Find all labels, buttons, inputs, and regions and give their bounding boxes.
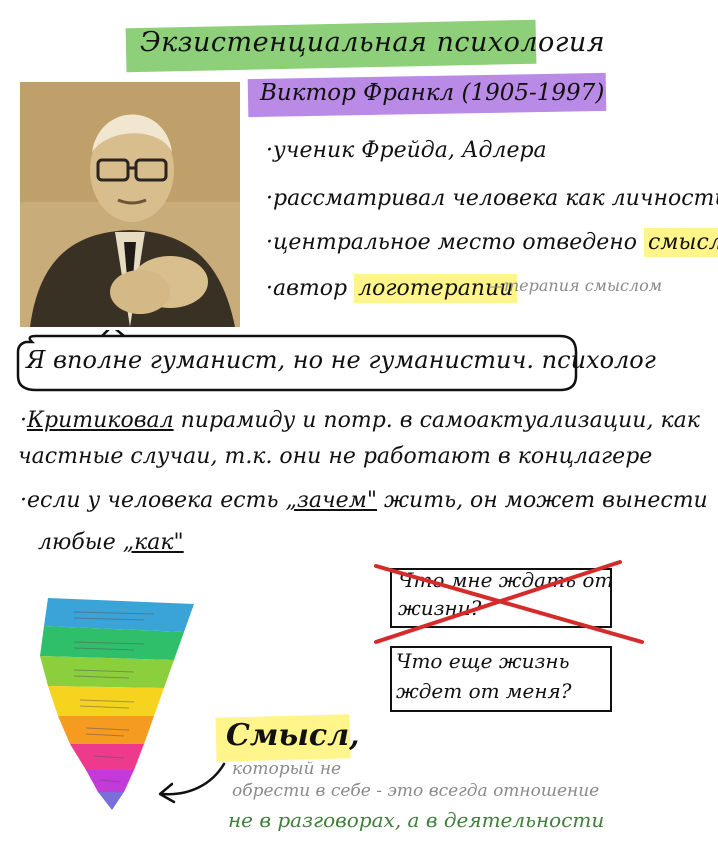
meaning-green-note: не в разговорах, а в деятельности — [228, 808, 605, 832]
crossed-question-box — [390, 568, 612, 628]
answer-question-text: Что еще жизнь ждет от меня? — [396, 646, 572, 706]
answer-question-line2: ждет от меня? — [396, 679, 572, 703]
portrait-illustration — [20, 82, 240, 327]
bullet-central: ·центральное место отведено смыслу — [266, 228, 718, 257]
logotherapy-note: —терапия смыслом — [488, 276, 663, 295]
how-word: „как" — [122, 530, 184, 555]
meaning-gray-note: который не обрести в себе - это всегда о… — [232, 758, 599, 802]
why-word: „зачем" — [285, 488, 378, 513]
critique-rest: пирамиду и потр. в самоактуализации, как — [180, 408, 700, 433]
why-part1: ·если у человека есть — [20, 488, 279, 513]
critique-underlined: Критиковал — [27, 408, 174, 433]
bullet-central-text: ·центральное место отведено — [266, 230, 637, 255]
red-cross-mark — [374, 560, 644, 644]
crossed-question-line2: жизни? — [398, 596, 482, 620]
speech-bubble — [16, 330, 578, 392]
arrow-to-pyramid — [158, 762, 226, 804]
highlight-meaning: смыслу — [643, 228, 718, 257]
how-prefix: любые — [38, 530, 116, 555]
page-title: Экзистенциальная психология — [140, 27, 606, 58]
meaning-gray-line2: обрести в себе - это всегда отношение — [232, 781, 600, 801]
person-name: Виктор Франкл (1905-1997) — [260, 80, 605, 106]
why-line: ·если у человека есть „зачем" жить, он м… — [20, 488, 708, 513]
critique-bullet: · — [20, 408, 27, 433]
highlight-logotherapy: логотерапии — [354, 274, 518, 303]
bullet-author-text: ·автор — [266, 276, 348, 301]
why-part2: жить, он может вынести — [384, 488, 708, 513]
meaning-word: Смысл, — [226, 718, 360, 753]
critique-line-2: частные случаи, т.к. они не работают в к… — [18, 444, 653, 469]
answer-question-box — [390, 646, 612, 712]
bullet-personality: ·рассматривал человека как личность — [266, 186, 718, 211]
how-line: любые „как" — [38, 530, 184, 555]
meaning-gray-line1: который не — [232, 759, 342, 779]
portrait-photo — [20, 82, 240, 327]
inverted-pyramid-image — [40, 598, 194, 810]
bullet-author: ·автор логотерапии — [266, 274, 518, 303]
answer-question-line1: Что еще жизнь — [396, 649, 570, 673]
critique-line: ·Критиковал пирамиду и потр. в самоактуа… — [20, 408, 700, 433]
quote-text: Я вполне гуманист, но не гуманистич. пси… — [26, 346, 656, 374]
bullet-student: ·ученик Фрейда, Адлера — [266, 138, 547, 163]
